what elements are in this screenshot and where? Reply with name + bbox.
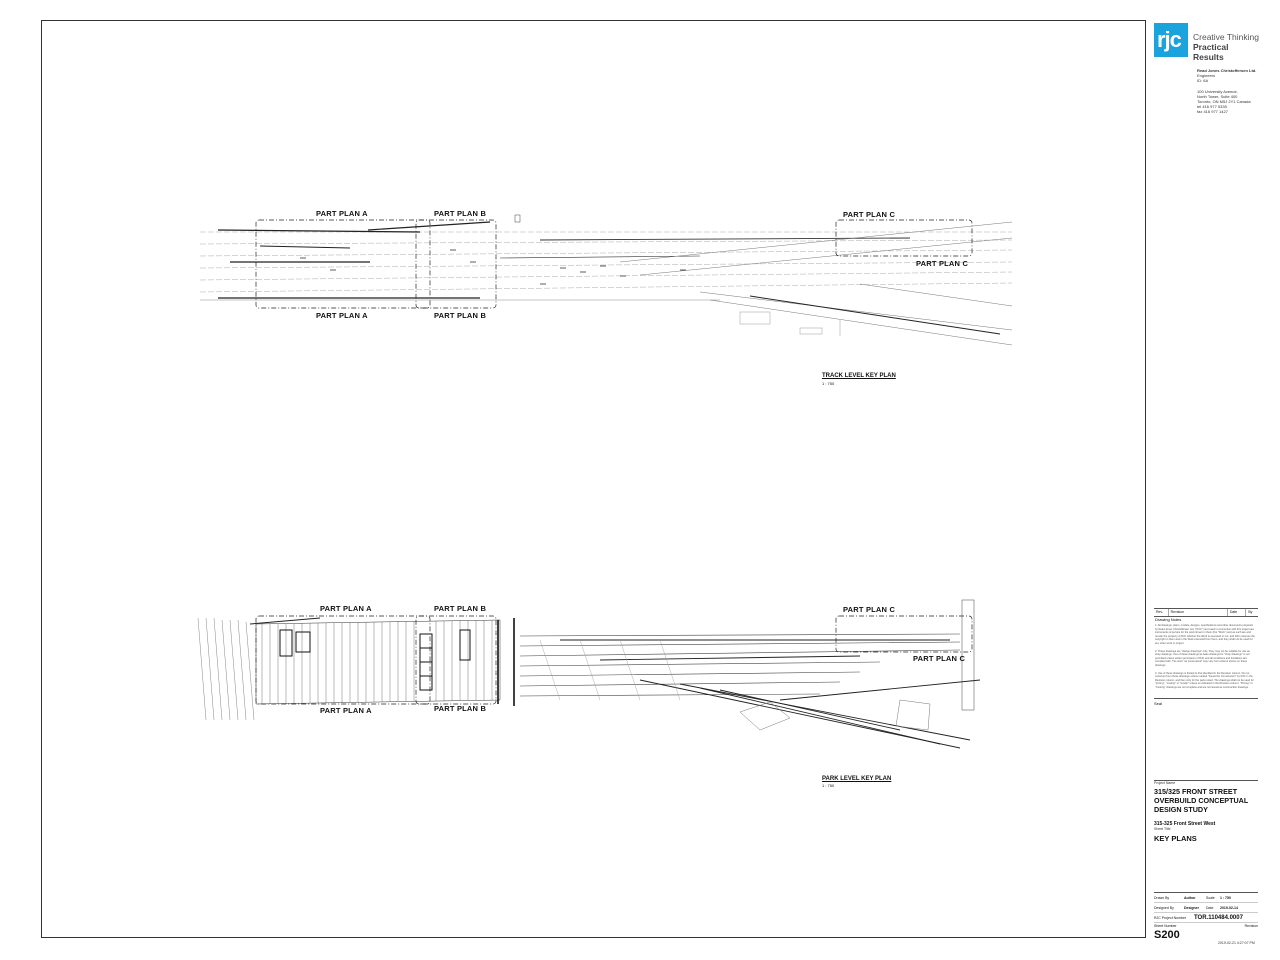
seal-label: Seal: [1154, 698, 1258, 706]
rjc-logo: rjc: [1154, 23, 1188, 57]
revision-table: Rev. Revision Date By: [1154, 608, 1258, 617]
sheet-number: S200: [1154, 929, 1180, 941]
park-level-key-plan-scale: 1 : 750: [822, 783, 835, 788]
park-part-plan-c-bottom-label: PART PLAN C: [913, 654, 966, 663]
track-part-plan-b-top-label: PART PLAN B: [434, 209, 487, 218]
park-level-plan: [197, 599, 981, 749]
park-level-key-plan-title: PARK LEVEL KEY PLAN: [822, 776, 892, 782]
park-part-plan-a-bottom-label: PART PLAN A: [320, 706, 372, 715]
drawing-notes: 1. All drawings, plans, models, designs,…: [1155, 624, 1255, 689]
track-level-plan: [199, 214, 1013, 346]
project-number: TOR.110484.0007: [1194, 914, 1243, 921]
drawing-sheet-border: [41, 20, 1146, 938]
sheet-title: KEY PLANS: [1154, 834, 1197, 843]
project-name: 315/325 FRONT STREET OVERBUILD CONCEPTUA…: [1154, 787, 1249, 814]
track-part-plan-a-top-label: PART PLAN A: [316, 209, 368, 218]
track-part-plan-b-bottom-label: PART PLAN B: [434, 311, 487, 320]
title-block: rjc Creative Thinking Practical Results …: [1151, 20, 1260, 941]
tagline: Creative Thinking Practical Results: [1193, 32, 1259, 62]
park-part-plan-b-top-label: PART PLAN B: [434, 604, 487, 613]
drawing-metadata: Drawn By Author Scale 1 : 750 Designed B…: [1154, 892, 1258, 941]
park-part-plan-c-top-label: PART PLAN C: [843, 605, 896, 614]
project-info: Project Name 315/325 FRONT STREET OVERBU…: [1154, 780, 1258, 843]
key-plans-drawing: [197, 214, 1013, 749]
plot-timestamp: 2019-02-21 4:27:07 PM: [1218, 941, 1255, 945]
park-part-plan-b-bottom-label: PART PLAN B: [434, 704, 487, 713]
drawing-notes-heading: Drawing Notes: [1155, 617, 1182, 622]
track-part-plan-c-bottom-label: PART PLAN C: [916, 259, 969, 268]
track-part-plan-a-bottom-label: PART PLAN A: [316, 311, 368, 320]
track-level-key-plan-title: TRACK LEVEL KEY PLAN: [822, 373, 896, 379]
company-info: Read Jones Christoffersen Ltd. Engineers…: [1197, 68, 1257, 114]
project-address: 315-325 Front Street West: [1154, 821, 1216, 827]
park-part-plan-a-top-label: PART PLAN A: [320, 604, 372, 613]
track-part-plan-c-top-label: PART PLAN C: [843, 210, 896, 219]
track-level-key-plan-scale: 1 : 750: [822, 381, 835, 386]
